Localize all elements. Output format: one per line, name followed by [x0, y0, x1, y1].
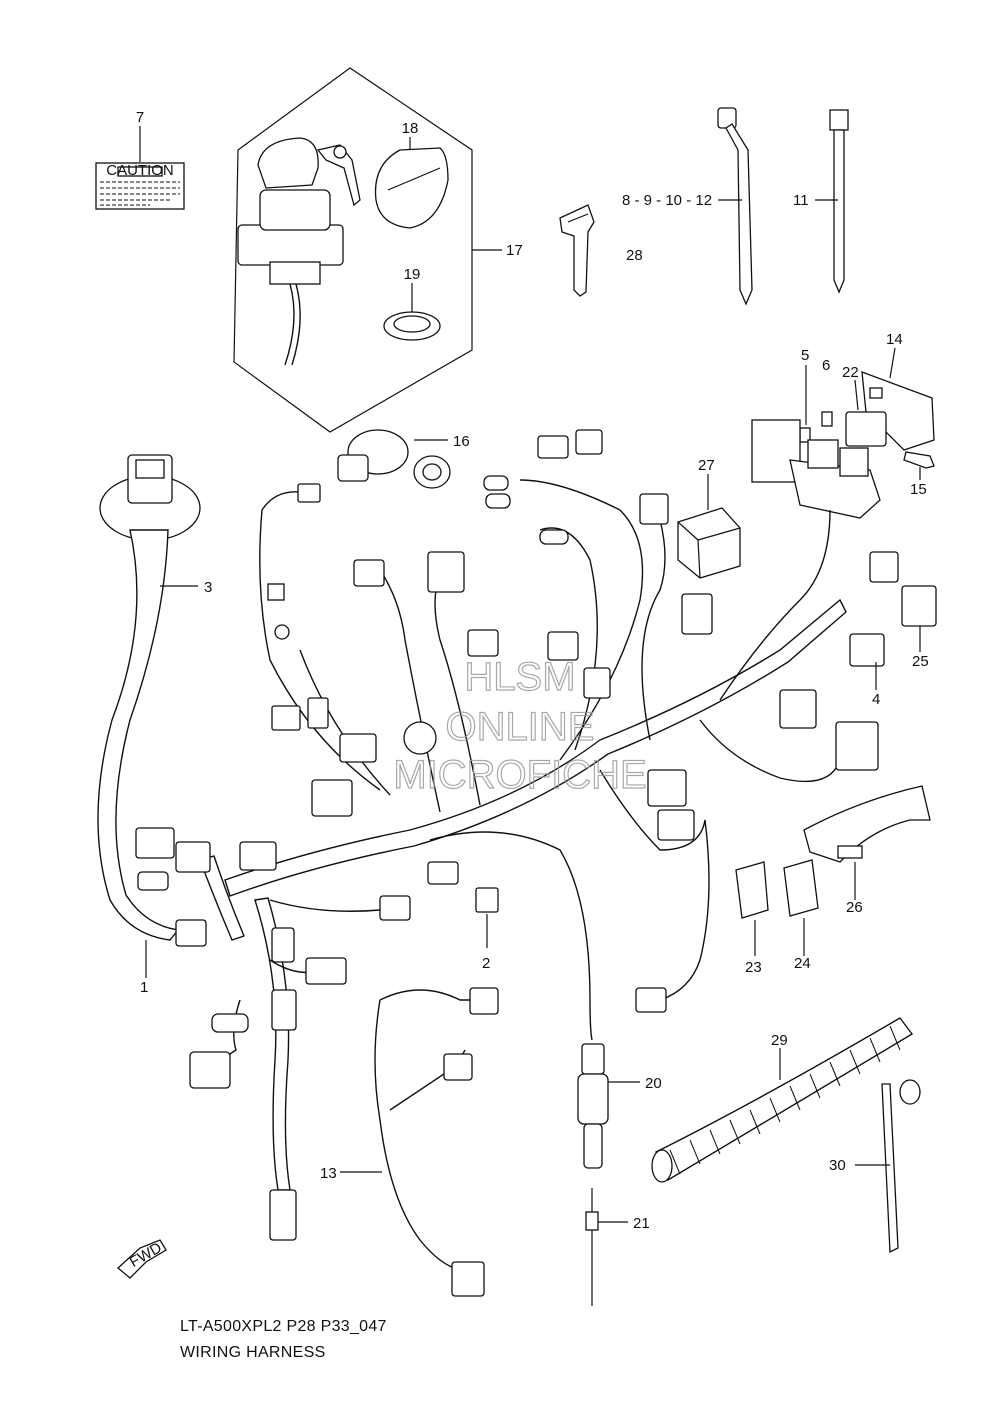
fuse-box — [751, 419, 881, 519]
ring-nut-part-19 — [383, 311, 441, 341]
callout-20: 20 — [645, 1075, 662, 1092]
connectors — [135, 429, 937, 1297]
callout-line-22 — [854, 379, 859, 411]
watermark-line-1: HLSM — [464, 655, 575, 699]
watermark-line-3: MICROFICHE — [393, 753, 646, 797]
relay-part-27 — [677, 507, 741, 579]
harness-part-3 — [97, 454, 201, 941]
diagram-title: WIRING HARNESS — [180, 1344, 326, 1361]
connector-part-2 — [475, 887, 499, 913]
bolt-part-15 — [903, 451, 935, 469]
callout-7: 7 — [136, 109, 144, 126]
callout-4: 4 — [872, 691, 880, 708]
cover-part-24 — [783, 859, 819, 917]
callout-1: 1 — [140, 979, 148, 996]
callout-14: 14 — [886, 331, 903, 348]
callout-17: 17 — [506, 242, 523, 259]
callout-8-9-10-12: 8 - 9 - 10 - 12 — [622, 192, 712, 209]
callout-6: 6 — [822, 357, 830, 374]
main-harness-part-1 — [199, 479, 847, 1271]
callout-3: 3 — [204, 579, 212, 596]
ignition-assembly-outline — [233, 67, 473, 433]
callout-23: 23 — [745, 959, 762, 976]
callout-27: 27 — [698, 457, 715, 474]
callout-26: 26 — [846, 899, 863, 916]
watermark: HLSM ONLINE MICROFICHE — [393, 654, 648, 797]
callout-22: 22 — [842, 364, 859, 381]
cable-tie-part-8 — [717, 107, 753, 306]
watermark-line-2: ONLINE — [446, 705, 595, 749]
callout-18: 18 — [402, 120, 419, 137]
sensor-part-20 — [577, 1043, 609, 1169]
key-cover-part-18 — [374, 147, 449, 229]
cable-tie-part-30 — [881, 1079, 921, 1254]
callout-24: 24 — [794, 955, 811, 972]
callout-11: 11 — [793, 192, 809, 209]
callout-29: 29 — [771, 1032, 788, 1049]
cover-part-23 — [735, 861, 769, 919]
fwd-arrow-icon: FWD — [117, 1239, 167, 1279]
callout-2: 2 — [482, 955, 490, 972]
callout-25: 25 — [912, 653, 929, 670]
callout-28: 28 — [626, 247, 643, 264]
callout-15: 15 — [910, 481, 927, 498]
socket-part-16 — [337, 429, 451, 489]
callout-16: 16 — [453, 433, 470, 450]
tube-part-29 — [651, 1017, 914, 1183]
callout-labels: 7 18 19 17 8 - 9 - 10 - 12 11 28 14 5 6 … — [136, 109, 929, 1232]
cable-tie-part-11 — [829, 109, 849, 294]
callout-21: 21 — [633, 1215, 650, 1232]
callout-30: 30 — [829, 1157, 846, 1174]
caution-label-part-7: CAUTION — [95, 162, 185, 210]
callout-line-14 — [889, 347, 896, 379]
diagram-code: LT-A500XPL2 P28 P33_047 — [180, 1318, 387, 1335]
bracket-part-26 — [803, 785, 931, 863]
pin-part-21 — [585, 1188, 599, 1306]
callout-5: 5 — [801, 347, 809, 364]
fuse-part-6 — [821, 411, 833, 427]
callout-13: 13 — [320, 1165, 337, 1182]
callout-19: 19 — [404, 266, 421, 283]
bracket-part-14 — [861, 371, 935, 451]
relay-part-22 — [845, 411, 887, 447]
ignition-switch-part — [237, 137, 361, 366]
caution-text: CAUTION — [106, 162, 174, 179]
key-part-28 — [559, 204, 595, 297]
